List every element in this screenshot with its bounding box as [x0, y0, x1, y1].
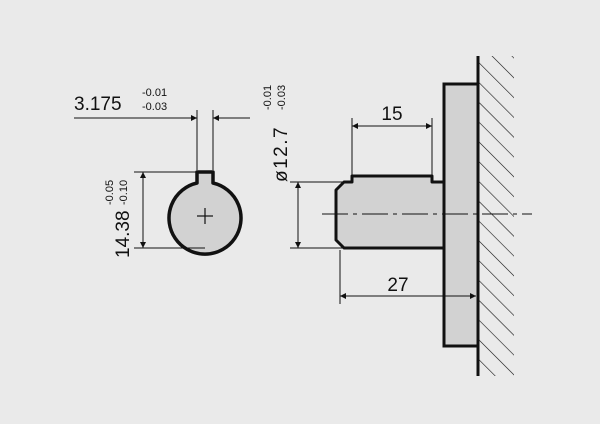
- key-width-tol-upper: -0.01: [142, 87, 167, 99]
- motor-shaft: [334, 174, 446, 250]
- flat-height-value: 14.38: [113, 210, 134, 258]
- key-length-value: 15: [381, 104, 402, 125]
- shaft-length-value: 27: [387, 275, 408, 296]
- dim-flat-height: 14.38 -0.05 -0.10: [104, 171, 205, 258]
- shaft-diameter-value: ø12.7: [271, 126, 292, 182]
- side-view: [322, 56, 532, 376]
- flat-height-tol-upper: -0.05: [104, 180, 116, 205]
- key-width-tol-lower: -0.03: [142, 101, 167, 113]
- shaft-diameter-tol-upper: -0.01: [262, 85, 274, 110]
- dim-key-width: 3.175 -0.01 -0.03: [74, 87, 250, 170]
- motor-flange: [442, 82, 480, 348]
- mounting-wall-hatch: [478, 56, 514, 376]
- dim-key-length: 15: [351, 104, 433, 176]
- dim-shaft-length: 27: [339, 250, 476, 304]
- end-view: [167, 170, 243, 256]
- dim-shaft-diameter: ø12.7 -0.01 -0.03: [262, 85, 344, 249]
- flat-height-tol-lower: -0.10: [118, 180, 130, 205]
- key-width-value: 3.175: [74, 94, 122, 115]
- shaft-diameter-tol-lower: -0.03: [276, 85, 288, 110]
